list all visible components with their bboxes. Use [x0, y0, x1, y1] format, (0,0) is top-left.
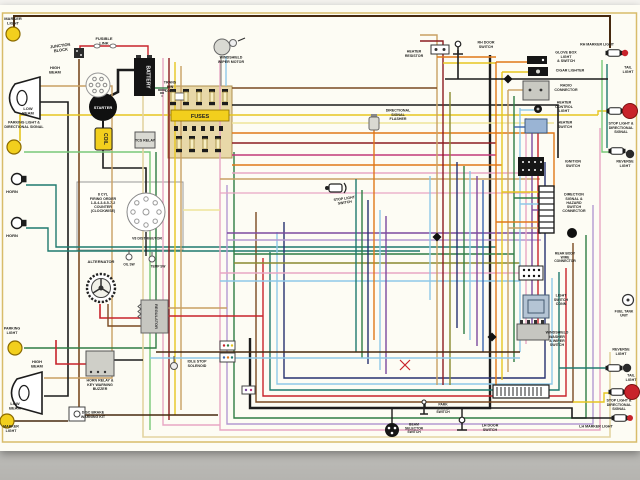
horn-lower-symbol: [10, 216, 28, 230]
disc-brake-warning-component: [68, 406, 86, 422]
wire-yl: [597, 110, 610, 115]
fuses-label: FUSES: [191, 114, 210, 120]
voltage-regulator: REGULATOR: [137, 299, 169, 334]
fuses-block: FUSES: [169, 88, 230, 153]
wire-pk: [219, 60, 601, 431]
fusible-link-beads: [93, 43, 117, 49]
wire-te: [269, 252, 560, 391]
heater-resistor-component: [430, 44, 450, 55]
heater-switch-component: [524, 118, 548, 134]
wire-rd: [55, 340, 86, 365]
lh-tail-lamp: [608, 384, 640, 400]
wire-pk: [162, 58, 220, 426]
washer-wiper-switch-component: [516, 320, 550, 341]
fuel-tank-unit-component: [621, 293, 635, 307]
rh-reverse-lamp: [608, 147, 635, 159]
park-brake-switch-component: [420, 399, 428, 415]
starter: STARTER: [89, 93, 117, 121]
battery-label: BATTERY: [145, 65, 151, 89]
heater-control-light-component: [534, 105, 542, 113]
dist-cap-top: [85, 72, 111, 98]
parking-light-lower-lamp: [7, 340, 23, 356]
sheet-border: [1, 12, 638, 443]
alternator-component: [85, 272, 117, 304]
wire-bk: [248, 55, 492, 410]
ground-symbol: [158, 89, 166, 97]
cigar-lighter-component: [528, 67, 548, 76]
wire-bk: [232, 104, 559, 158]
marker-light-lower-lamp: [0, 413, 15, 429]
headlamp-upper: [8, 75, 41, 121]
rh-tail-lamp: [606, 103, 638, 119]
rh-door-switch-symbol: [452, 40, 464, 55]
direction-signal-connector-component: [538, 185, 555, 234]
wire-tn: [420, 34, 438, 385]
wiper-motor: [213, 37, 246, 56]
wire-lg: [24, 151, 151, 430]
tcs-relay-label: TCS RELAY: [135, 139, 156, 143]
marker-light-front-lamp: [5, 26, 21, 42]
wire-rd: [262, 258, 567, 397]
glove-box-component: [527, 56, 547, 64]
harness-plugs-bottom-left: [219, 340, 256, 395]
horn-relay-component: [85, 350, 115, 377]
headlamp-lower: [10, 370, 43, 416]
wire-bk: [102, 150, 147, 193]
lh-marker-lamp: [611, 414, 633, 422]
radio-connector-component: [522, 80, 550, 101]
bulkhead-connector-dot: [567, 228, 577, 238]
coil-label: COIL: [102, 133, 108, 145]
wire-te: [26, 184, 496, 248]
light-switch-conn-component: [522, 294, 550, 319]
horn-upper-symbol: [10, 172, 28, 186]
rear-body-connector-component: [518, 265, 544, 281]
ignition-coil: COIL: [94, 127, 113, 151]
engine-senders: [125, 250, 156, 263]
wire-nv: [283, 162, 546, 379]
starter-label: STARTER: [94, 105, 113, 110]
wire-br: [255, 212, 574, 403]
battery: BATTERY: [134, 55, 155, 96]
lh-reverse-lamp: [605, 363, 632, 373]
wire-or: [232, 132, 555, 188]
wire-drd: [420, 40, 444, 385]
wire-gn: [233, 152, 587, 419]
junction-block-component: [74, 48, 84, 58]
directional-flasher-component: [368, 114, 380, 131]
wiring-layer: [13, 15, 612, 438]
ignition-switch-component: [518, 157, 544, 176]
v8-distributor-component: [126, 192, 166, 232]
wire-yl: [573, 392, 612, 403]
wire-tn: [38, 85, 113, 379]
splice-x: [399, 359, 411, 371]
idle-stop-solenoid-component: [170, 356, 178, 370]
parking-signal-front-lamp: [6, 139, 22, 155]
wire-bk: [490, 407, 612, 419]
wire-lb: [276, 232, 553, 385]
dash-pin-strip-connector: [492, 384, 550, 399]
wire-dbr: [13, 15, 611, 48]
components-layer: BATTERY STARTER COIL TCS RELAY: [0, 26, 640, 437]
tcs-relay: TCS RELAY: [134, 131, 156, 149]
stop-light-switch-component: [325, 182, 347, 194]
wire-br: [107, 304, 141, 327]
rh-marker-lamp: [605, 49, 629, 57]
wire-bk: [109, 68, 136, 98]
wire-lv: [226, 185, 594, 425]
wire-bk: [38, 101, 69, 397]
regulator-label: REGULATOR: [154, 304, 159, 329]
wire-rd: [99, 304, 141, 319]
wire-yl: [19, 114, 598, 141]
wire-cr: [142, 60, 611, 438]
beam-selector-component: [385, 423, 399, 437]
